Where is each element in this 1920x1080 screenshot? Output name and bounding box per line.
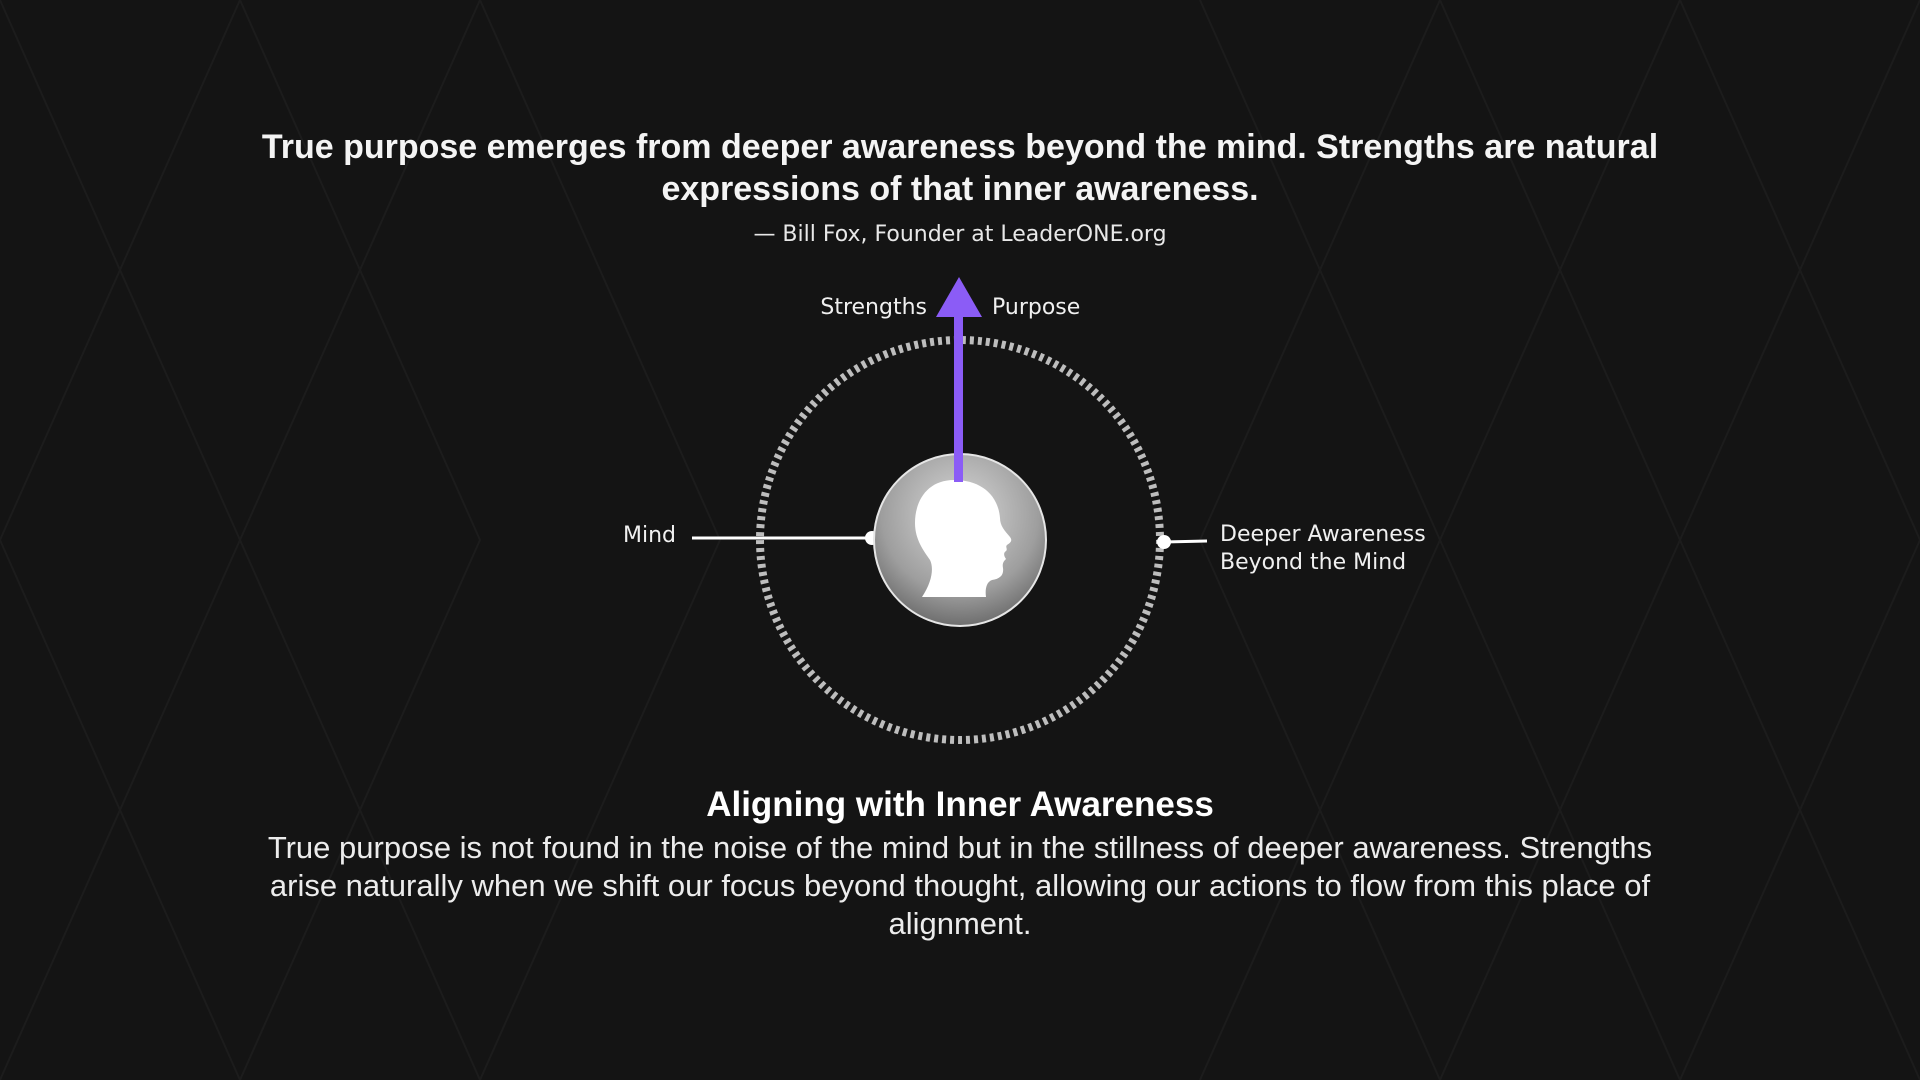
strengths-label: Strengths xyxy=(820,295,927,320)
quote-text: True purpose emerges from deeper awarene… xyxy=(261,128,1659,208)
section-body: True purpose is not found in the noise o… xyxy=(267,830,1653,941)
deeper-awareness-label-line2: Beyond the Mind xyxy=(1220,550,1406,575)
arrow-up-icon xyxy=(936,277,982,482)
head-silhouette-icon xyxy=(915,480,1012,597)
deeper-awareness-connector-dot xyxy=(1157,535,1171,549)
deeper-awareness-label-line1: Deeper Awareness xyxy=(1220,522,1426,547)
mind-label: Mind xyxy=(623,523,676,548)
section-title: Aligning with Inner Awareness xyxy=(706,785,1214,824)
deeper-awareness-connector-line xyxy=(1163,539,1208,544)
quote-attribution: — Bill Fox, Founder at LeaderONE.org xyxy=(753,222,1167,247)
purpose-label: Purpose xyxy=(992,295,1080,320)
